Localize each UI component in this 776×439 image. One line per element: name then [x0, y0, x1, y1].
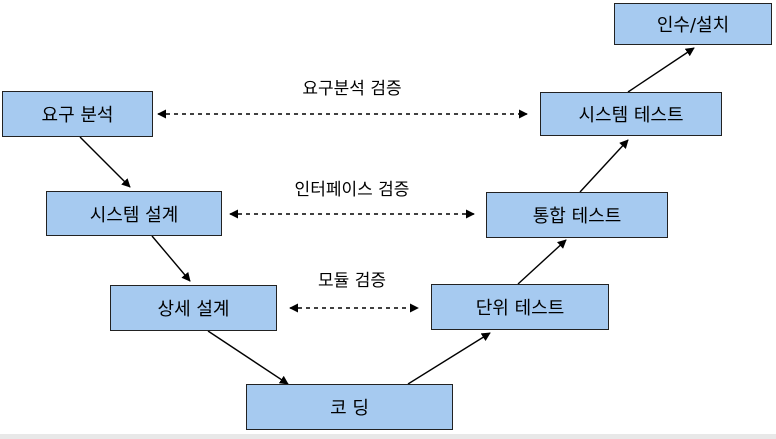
flow-arrow-system-design-to-detailed-design	[151, 235, 191, 282]
box-requirements-analysis: 요구 분석	[2, 91, 153, 137]
box-detailed-design: 상세 설계	[110, 285, 277, 331]
flow-arrow-integration-test-to-system-test	[579, 139, 629, 193]
box-integration-test: 통합 테스트	[486, 192, 668, 238]
flow-arrow-requirements-to-system-design	[79, 136, 131, 188]
flow-arrow-system-test-to-acceptance	[627, 47, 695, 93]
bottom-edge-strip	[0, 434, 776, 439]
label-requirements-verification: 요구분석 검증	[302, 79, 402, 99]
flow-arrow-coding-to-unit-test	[407, 332, 491, 385]
label-module-verification: 모듈 검증	[318, 271, 386, 291]
box-acceptance-installation: 인수/설치	[614, 3, 772, 45]
box-system-design: 시스템 설계	[46, 191, 222, 236]
box-system-test: 시스템 테스트	[540, 92, 722, 136]
flow-arrow-detailed-design-to-coding	[207, 330, 289, 385]
flow-arrow-unit-test-to-integration-test	[517, 239, 567, 285]
label-interface-verification: 인터페이스 검증	[294, 180, 410, 200]
box-coding: 코 딩	[246, 384, 453, 430]
box-unit-test: 단위 테스트	[431, 284, 609, 330]
